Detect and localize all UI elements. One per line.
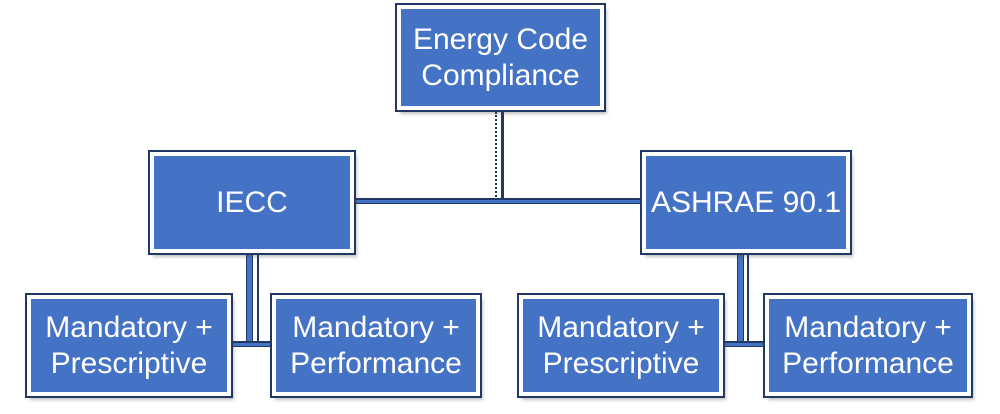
node-iecc: IECC xyxy=(148,150,356,255)
connector-root-stem-solid xyxy=(501,112,504,201)
connector-root-stem-dotted xyxy=(495,112,497,200)
node-ashrae-90-1: ASHRAE 90.1 xyxy=(640,150,852,255)
node-ashrae-mandatory-prescriptive: Mandatory + Prescriptive xyxy=(517,293,725,398)
node-iecc-mandatory-prescriptive: Mandatory + Prescriptive xyxy=(25,293,233,398)
node-iecc-label: IECC xyxy=(216,185,288,219)
connector-root-to-children-bar xyxy=(355,198,641,204)
node-iecc-mandatory-performance-label: Mandatory + Performance xyxy=(290,311,462,380)
connector-iecc-stem-companion xyxy=(257,253,259,343)
connector-iecc-to-children-bar xyxy=(232,341,272,347)
node-ashrae-90-1-label: ASHRAE 90.1 xyxy=(650,185,842,219)
connector-ashrae-stem-companion xyxy=(747,253,749,343)
node-energy-code-compliance: Energy Code Compliance xyxy=(395,3,606,112)
connector-iecc-stem xyxy=(246,253,253,346)
node-iecc-mandatory-performance: Mandatory + Performance xyxy=(270,293,482,398)
node-energy-code-compliance-label: Energy Code Compliance xyxy=(412,23,589,92)
node-iecc-mandatory-prescriptive-label: Mandatory + Prescriptive xyxy=(45,311,213,380)
node-ashrae-mandatory-performance: Mandatory + Performance xyxy=(763,293,973,398)
node-ashrae-mandatory-prescriptive-label: Mandatory + Prescriptive xyxy=(537,311,705,380)
connector-ashrae-to-children-bar xyxy=(724,341,764,347)
node-ashrae-mandatory-performance-label: Mandatory + Performance xyxy=(782,311,954,380)
connector-ashrae-stem xyxy=(737,253,744,346)
